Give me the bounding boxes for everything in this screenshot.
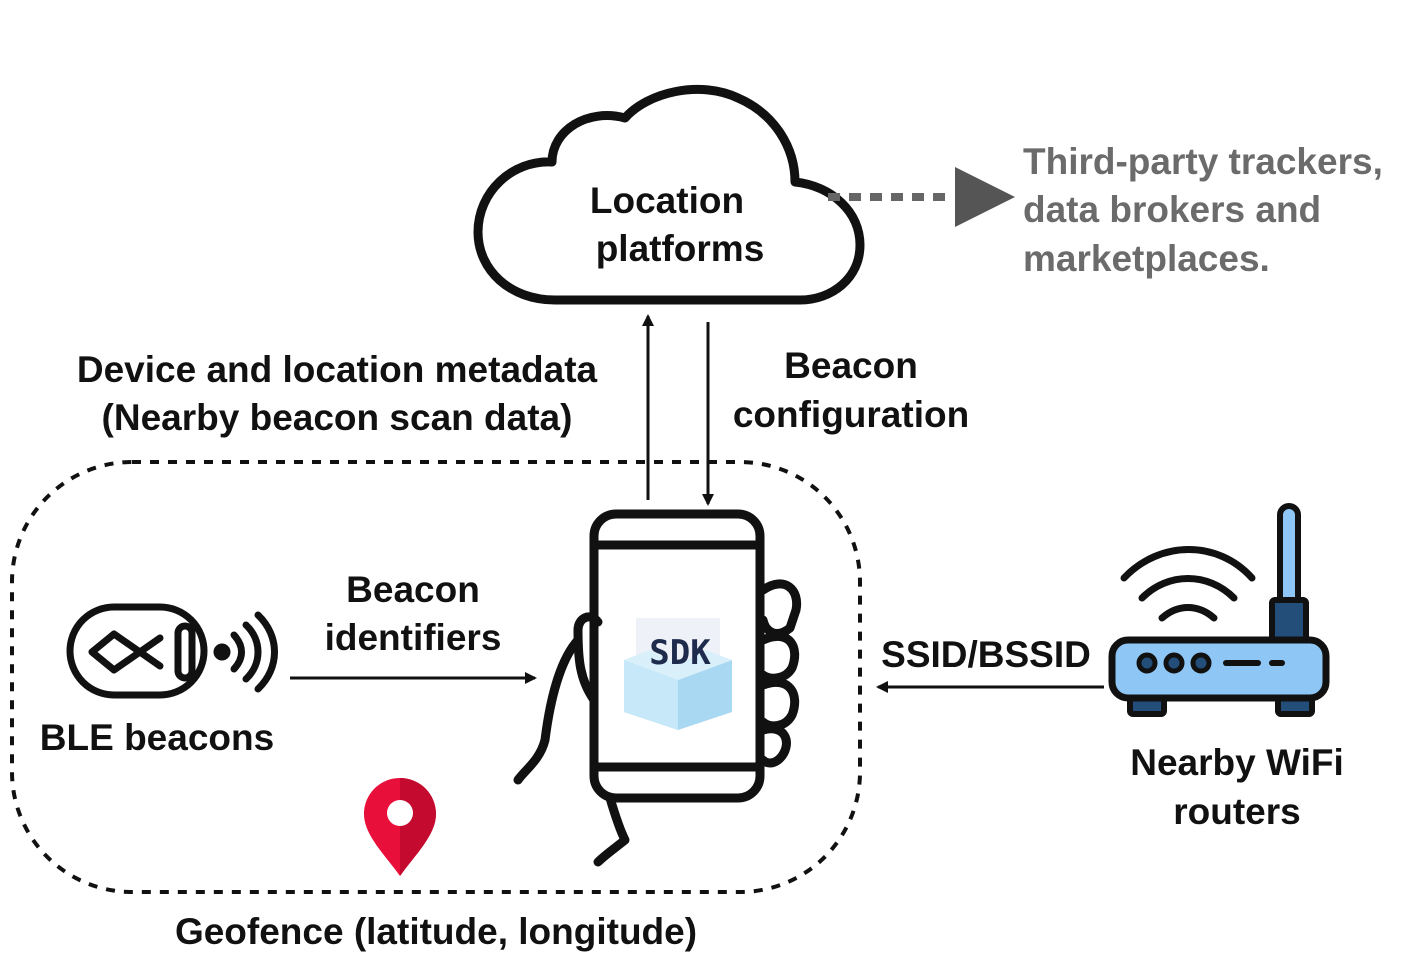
cloud-label-line1: Location [590, 180, 744, 221]
beacon-id-line1: Beacon [346, 569, 480, 610]
cloud-icon [473, 84, 865, 305]
bluetooth-beacon-icon [66, 603, 278, 699]
cloud-label-line2: platforms [596, 228, 765, 269]
sdk-label: SDK [649, 633, 711, 673]
wifi-label-line1: Nearby WiFi [1130, 742, 1344, 783]
upload-label-line2: (Nearby beacon scan data) [102, 397, 573, 438]
config-label-line1: Beacon [784, 345, 918, 386]
third-party-line1: Third-party trackers, [1023, 141, 1383, 182]
beacon-id-line2: identifiers [325, 617, 502, 658]
ssid-label: SSID/BSSID [881, 634, 1091, 675]
wifi-label-line2: routers [1173, 791, 1300, 832]
third-party-arrow [828, 167, 1015, 227]
config-label-line2: configuration [733, 394, 969, 435]
ble-label: BLE beacons [40, 717, 274, 758]
third-party-line3: marketplaces. [1023, 238, 1270, 279]
geofence-label: Geofence (latitude, longitude) [175, 911, 697, 952]
upload-label-line1: Device and location metadata [77, 349, 598, 390]
third-party-line2: data brokers and [1023, 189, 1321, 230]
wifi-router-icon [1108, 503, 1330, 717]
geofence-region [10, 460, 862, 894]
map-pin-icon [364, 778, 436, 876]
sdk-box-icon [624, 618, 732, 730]
